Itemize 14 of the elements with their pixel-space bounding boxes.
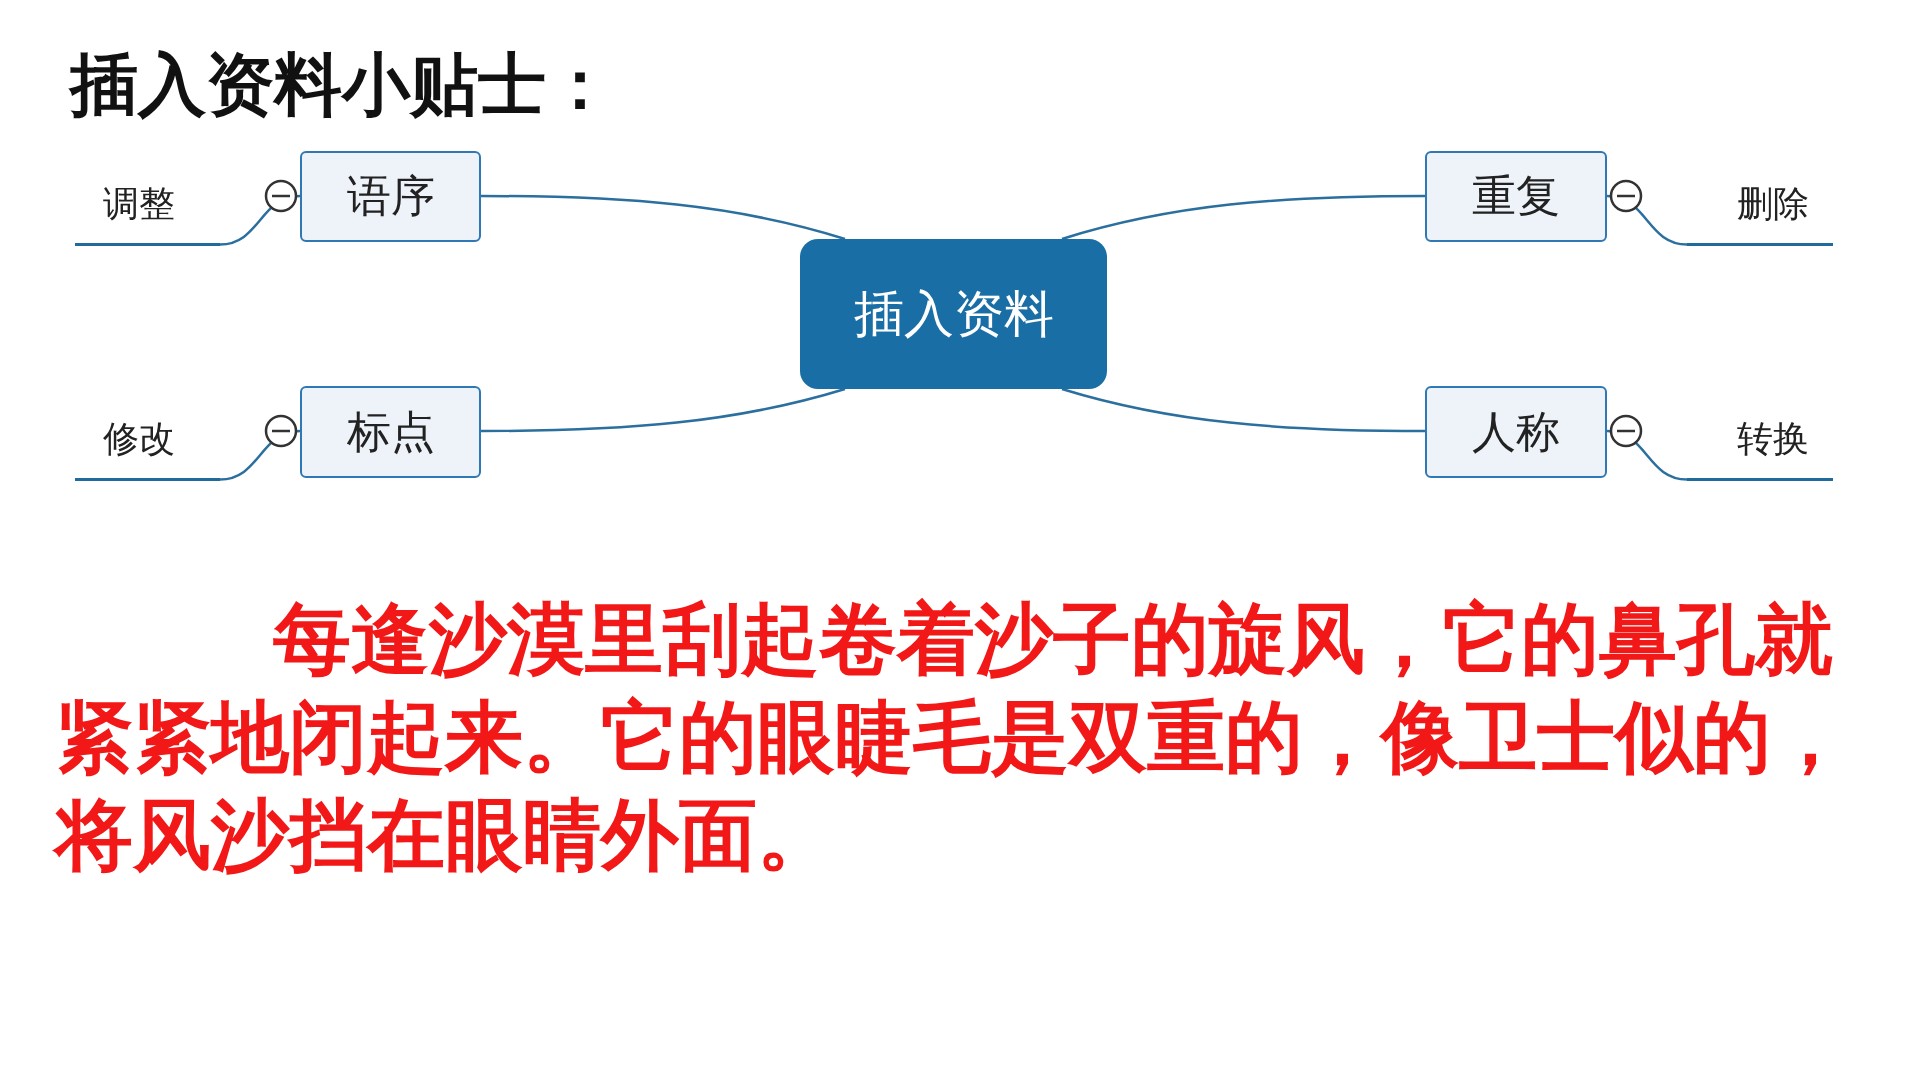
title: 插入资料小贴士：	[70, 43, 614, 126]
connector-line	[1061, 194, 1425, 241]
underlined-label: 删除	[1687, 170, 1833, 246]
connector-line	[481, 194, 846, 241]
topic-box: 重复	[1425, 151, 1607, 242]
topic-box: 标点	[300, 386, 481, 478]
underlined-label: 转换	[1687, 405, 1833, 481]
connector-line	[481, 387, 846, 433]
connector-line	[1061, 387, 1425, 433]
central-topic-box: 插入资料	[800, 239, 1107, 389]
topic-box: 语序	[300, 151, 481, 242]
underlined-label: 调整	[75, 170, 220, 246]
underlined-label: 修改	[75, 405, 220, 481]
topic-box: 人称	[1425, 386, 1607, 478]
